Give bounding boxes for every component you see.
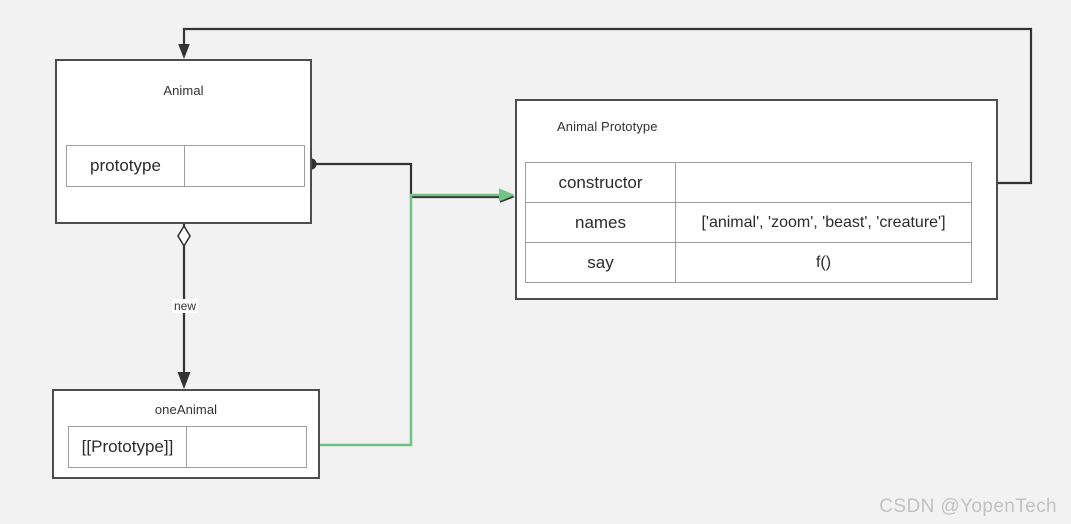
property-value: ['animal', 'zoom', 'beast', 'creature'] [701, 213, 946, 231]
property-value [676, 163, 971, 202]
edge-label-new: new [172, 299, 199, 313]
edge-new-instance-link-diamond [177, 224, 191, 248]
table-row[interactable]: say f() [526, 243, 971, 282]
node-animal[interactable]: Animal prototype [55, 59, 312, 224]
property-key: prototype [67, 146, 185, 186]
node-one-animal-title: oneAnimal [154, 402, 218, 417]
table-row[interactable]: names ['animal', 'zoom', 'beast', 'creat… [526, 203, 971, 243]
node-one-animal-property-table: [[Prototype]] [68, 426, 307, 468]
property-key: constructor [526, 163, 676, 202]
table-row[interactable]: prototype [67, 146, 304, 186]
property-key: [[Prototype]] [69, 427, 187, 467]
property-key: say [526, 243, 676, 282]
node-animal-title: Animal [163, 83, 204, 98]
edge-new-instance-link-arrowhead [177, 372, 191, 389]
property-value: f() [815, 253, 832, 271]
node-animal-prototype[interactable]: Animal Prototype constructor names ['ani… [515, 99, 998, 300]
node-animal-prototype-property-table: constructor names ['animal', 'zoom', 'be… [525, 162, 972, 283]
edge-constructor-back-link-path [182, 27, 1033, 185]
node-animal-property-table: prototype [66, 145, 305, 187]
edge-prototype-chain-link [307, 188, 515, 451]
property-value [187, 427, 306, 467]
table-row[interactable]: constructor [526, 163, 971, 203]
edge-prototype-chain-link-path [311, 193, 506, 447]
table-row[interactable]: [[Prototype]] [69, 427, 306, 467]
property-value [185, 146, 304, 186]
property-key: names [526, 203, 676, 242]
node-one-animal[interactable]: oneAnimal [[Prototype]] [52, 389, 320, 479]
edge-constructor-back-link-arrowhead [178, 44, 190, 59]
node-animal-prototype-title: Animal Prototype [557, 119, 658, 134]
edge-animal-prototype-link-path [309, 162, 508, 199]
edge-prototype-chain-link-arrowhead [499, 188, 515, 202]
watermark: CSDN @YopenTech [879, 496, 1057, 517]
